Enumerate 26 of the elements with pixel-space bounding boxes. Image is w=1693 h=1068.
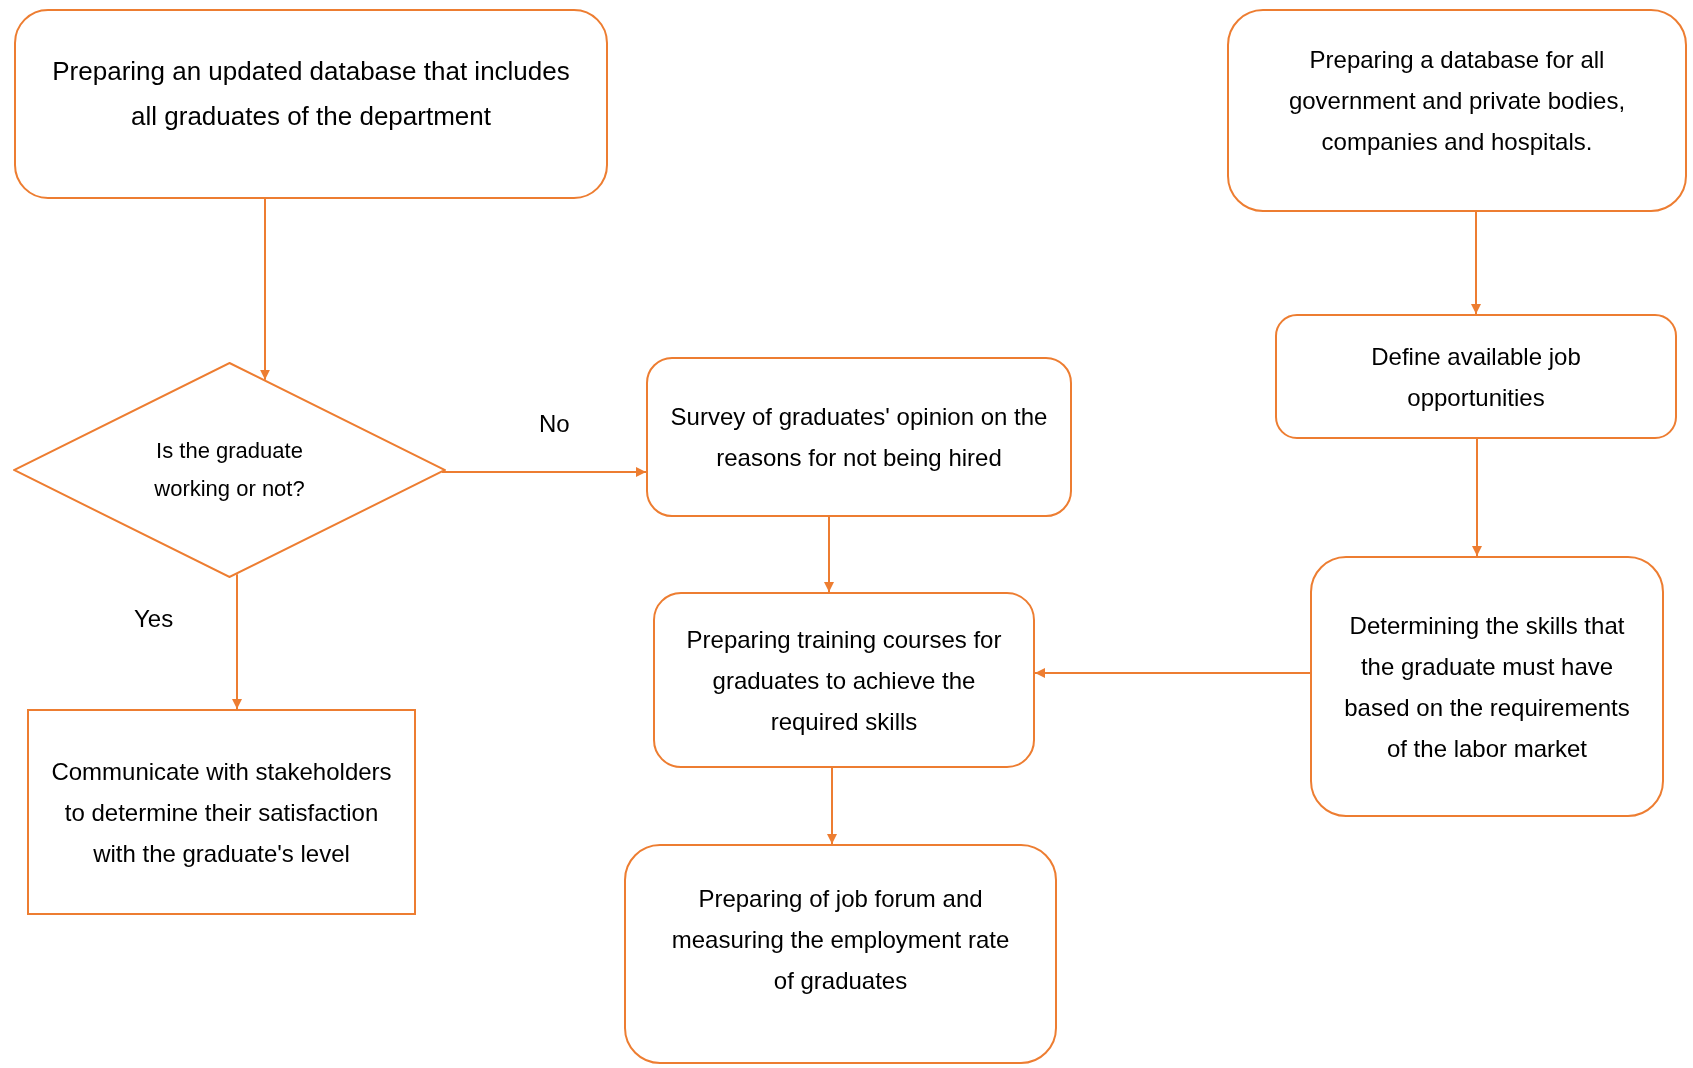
- process-box: [27, 709, 416, 915]
- process-box: [653, 592, 1035, 768]
- process-box: [1310, 556, 1664, 817]
- node-text: Survey of graduates' opinion on the reasons for not being hired: [669, 402, 1049, 473]
- arrow: [824, 516, 834, 593]
- node-text: Preparing a database for all government and private bodies, companies and hospitals.: [1287, 45, 1627, 157]
- arrow: [1471, 211, 1481, 315]
- arrow: [441, 467, 647, 477]
- node-text: Preparing an updated database that includes all graduates of the department: [51, 55, 571, 133]
- arrow: [260, 198, 270, 381]
- arrow: [827, 767, 837, 845]
- process-box: [1227, 9, 1687, 212]
- node-text: Preparing training courses for graduates to achieve the required skills: [685, 624, 1003, 737]
- node-text: Is the graduate working or not?: [153, 437, 306, 503]
- process-box: [624, 844, 1057, 1064]
- process-box: [1275, 314, 1677, 439]
- process-box: [14, 9, 608, 199]
- node-text: Communicate with stakeholders to determine their satisfaction with the graduate's level: [50, 756, 393, 869]
- node-text: Preparing of job forum and measuring the employment rate of graduates: [670, 883, 1011, 996]
- node-text: Determining the skills that the graduate must have based on the requirements of the labor market: [1343, 610, 1631, 764]
- decision-diamond: [13, 362, 446, 578]
- process-box: [646, 357, 1072, 517]
- node-text: Define available job opportunities: [1370, 341, 1582, 413]
- arrow: [1034, 668, 1311, 678]
- arrow: [1472, 438, 1482, 557]
- arrow: [232, 573, 242, 710]
